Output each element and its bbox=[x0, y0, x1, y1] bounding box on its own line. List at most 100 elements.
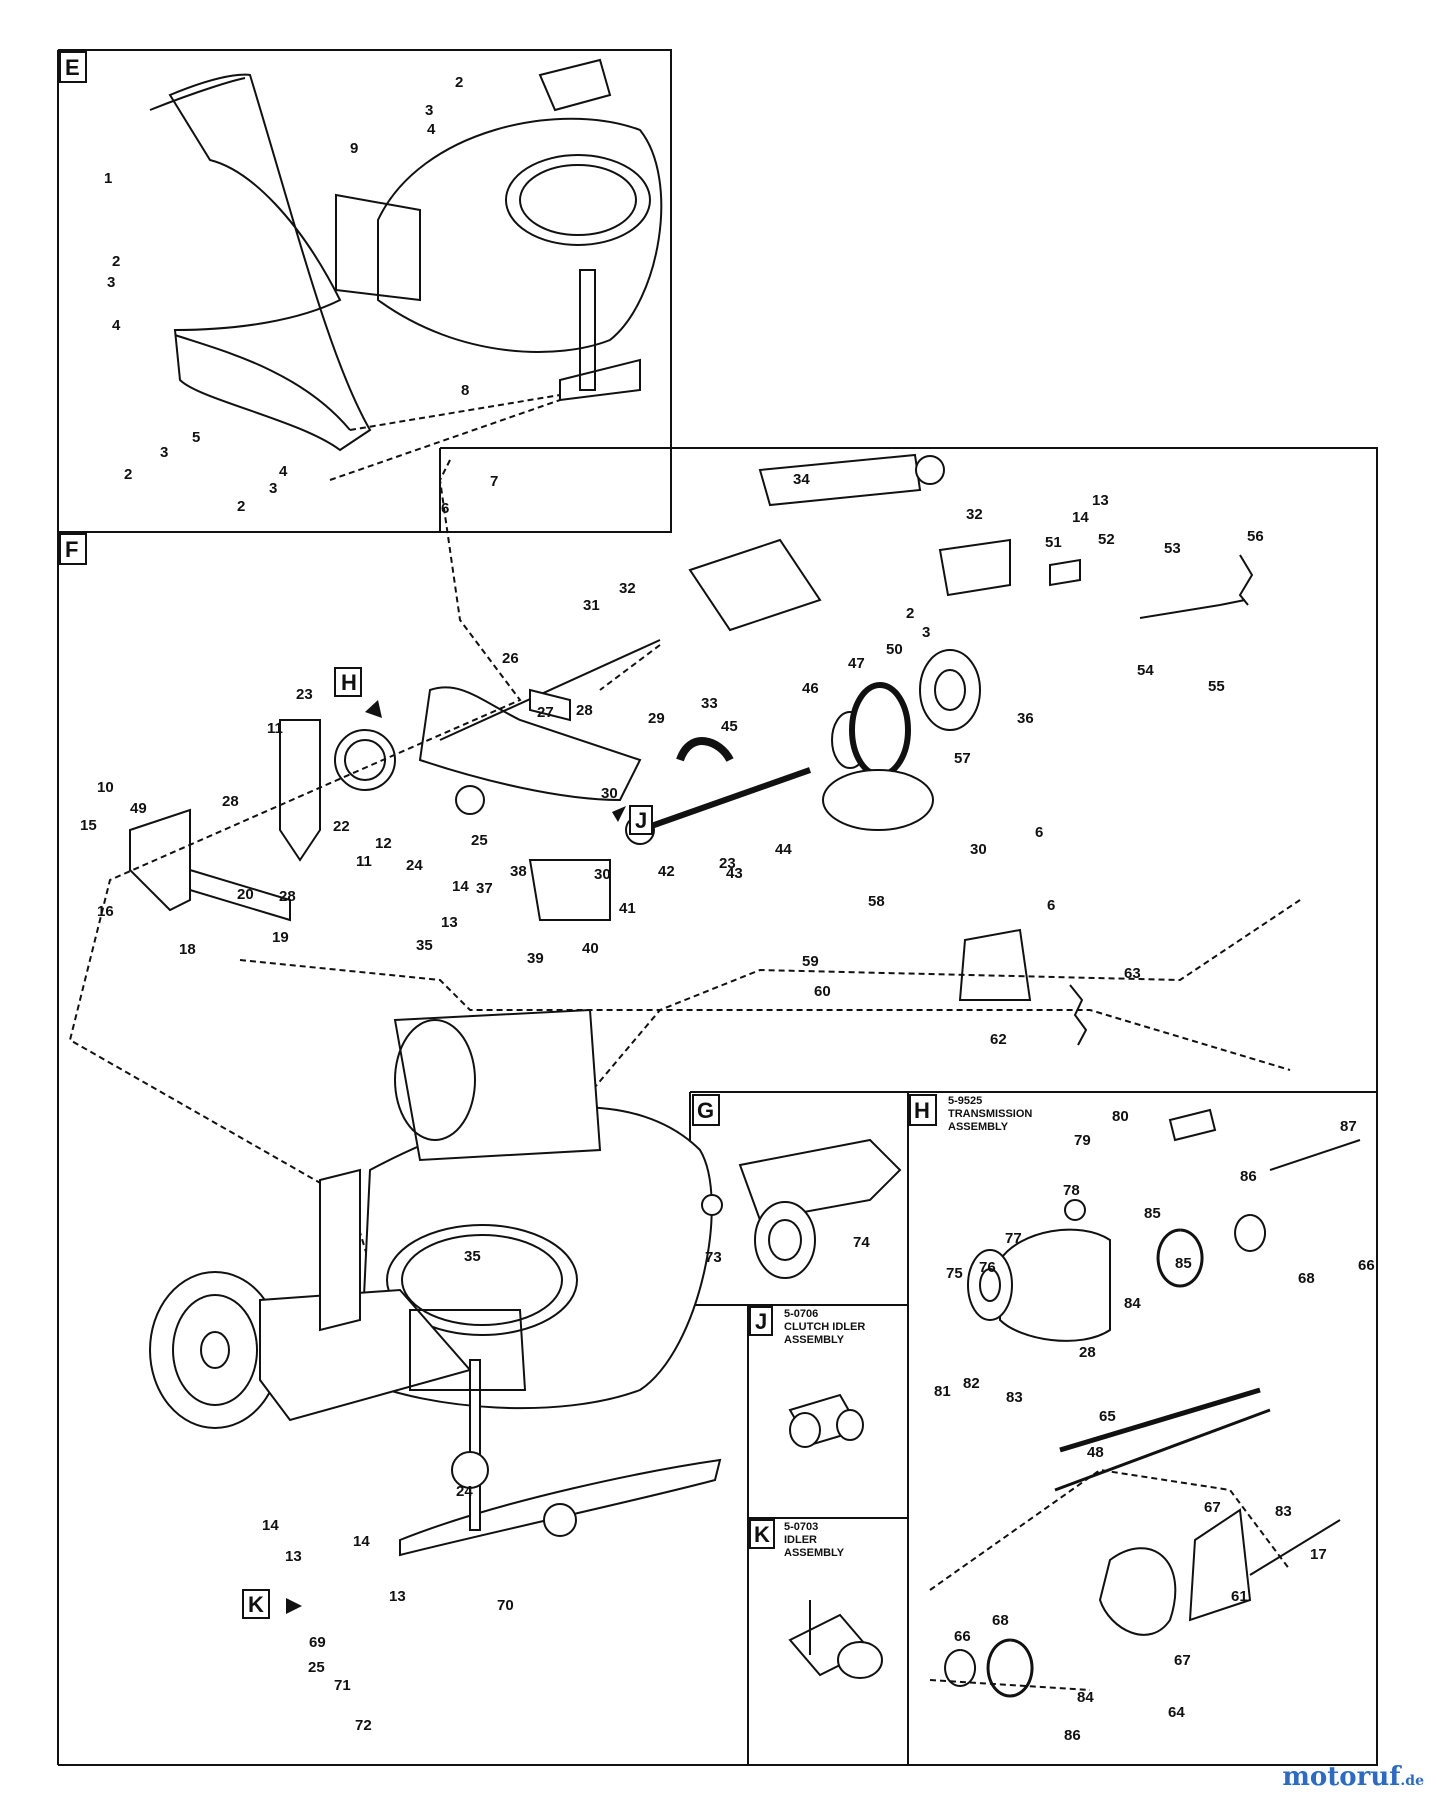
part-number-label: 85 bbox=[1175, 1255, 1192, 1272]
part-number-label: 6 bbox=[1035, 824, 1043, 841]
part-number-label: 66 bbox=[954, 1628, 971, 1645]
part-number-label: 83 bbox=[1275, 1503, 1292, 1520]
watermark: motoruf.de bbox=[1282, 1762, 1424, 1792]
subassembly-h-line2: ASSEMBLY bbox=[948, 1121, 1009, 1133]
part-number-label: 70 bbox=[497, 1597, 514, 1614]
subassembly-j-line2: ASSEMBLY bbox=[784, 1334, 845, 1346]
part-number-label: 12 bbox=[375, 835, 392, 852]
section-box-h: H bbox=[909, 1094, 937, 1126]
part-number-label: 30 bbox=[594, 866, 611, 883]
subassembly-k-line1: IDLER bbox=[784, 1534, 817, 1546]
part-number-label: 14 bbox=[452, 878, 469, 895]
part-number-label: 44 bbox=[775, 841, 792, 858]
part-number-label: 35 bbox=[416, 937, 433, 954]
part-number-label: 3 bbox=[269, 480, 277, 497]
arrow-icon bbox=[612, 806, 626, 822]
part-number-label: 13 bbox=[1092, 492, 1109, 509]
callout-j: J bbox=[612, 805, 653, 835]
part-number-label: 20 bbox=[237, 886, 254, 903]
subassembly-title-k: 5-0703 IDLER ASSEMBLY bbox=[784, 1521, 845, 1559]
part-number-label: 2 bbox=[906, 605, 914, 622]
watermark-main: motoruf bbox=[1282, 1762, 1401, 1792]
part-number-label: 83 bbox=[1006, 1389, 1023, 1406]
part-number-label: 42 bbox=[658, 863, 675, 880]
part-number-label: 32 bbox=[966, 506, 983, 523]
part-number-label: 45 bbox=[721, 718, 738, 735]
part-number-label: 3 bbox=[922, 624, 930, 641]
part-number-label: 28 bbox=[279, 888, 296, 905]
part-number-label: 85 bbox=[1144, 1205, 1161, 1222]
subassembly-j-number: 5-0706 bbox=[784, 1308, 818, 1320]
part-number-label: 4 bbox=[427, 121, 436, 138]
part-number-label: 73 bbox=[705, 1249, 722, 1266]
part-number-label: 16 bbox=[97, 903, 114, 920]
part-number-label: 28 bbox=[222, 793, 239, 810]
callout-k: K bbox=[242, 1589, 302, 1619]
part-number-label: 3 bbox=[160, 444, 168, 461]
part-number-label: 6 bbox=[1047, 897, 1055, 914]
callout-h-label: H bbox=[341, 670, 357, 695]
part-number-label: 10 bbox=[97, 779, 114, 796]
section-label-j: J bbox=[755, 1309, 767, 1334]
part-number-label: 14 bbox=[1072, 509, 1089, 526]
part-number-label: 53 bbox=[1164, 540, 1181, 557]
drawing-section-h bbox=[929, 1108, 1361, 1698]
part-number-label: 3 bbox=[107, 274, 115, 291]
part-number-label: 13 bbox=[389, 1588, 406, 1605]
part-number-label: 30 bbox=[601, 785, 618, 802]
part-number-label: 47 bbox=[848, 655, 865, 672]
part-number-label: 39 bbox=[527, 950, 544, 967]
part-number-label: 87 bbox=[1340, 1118, 1357, 1135]
part-number-label: 77 bbox=[1005, 1230, 1022, 1247]
part-number-label: 40 bbox=[582, 940, 599, 957]
part-number-label: 52 bbox=[1098, 531, 1115, 548]
part-number-label: 48 bbox=[1087, 1444, 1104, 1461]
part-number-label: 72 bbox=[355, 1717, 372, 1734]
part-number-label: 38 bbox=[510, 863, 527, 880]
part-number-label: 24 bbox=[406, 857, 423, 874]
part-number-label: 65 bbox=[1099, 1408, 1116, 1425]
part-number-label: 13 bbox=[285, 1548, 302, 1565]
subassembly-title-h: 5-9525 TRANSMISSION ASSEMBLY bbox=[948, 1095, 1032, 1133]
part-number-label: 41 bbox=[619, 900, 636, 917]
part-number-label: 2 bbox=[455, 74, 463, 91]
drawing-section-j bbox=[788, 1393, 864, 1448]
part-number-label: 36 bbox=[1017, 710, 1034, 727]
section-label-f: F bbox=[65, 537, 78, 562]
part-number-label: 15 bbox=[80, 817, 97, 834]
section-box-e: E bbox=[59, 51, 87, 83]
part-number-label: 80 bbox=[1112, 1108, 1129, 1125]
part-number-label: 24 bbox=[456, 1483, 473, 1500]
part-number-label: 43 bbox=[726, 865, 743, 882]
part-number-label: 75 bbox=[946, 1265, 963, 1282]
subassembly-k-number: 5-0703 bbox=[784, 1521, 818, 1533]
section-box-f: F bbox=[59, 533, 87, 565]
part-number-label: 74 bbox=[853, 1234, 870, 1251]
part-number-label: 3 bbox=[425, 102, 433, 119]
section-label-h: H bbox=[914, 1098, 930, 1123]
part-number-label: 63 bbox=[1124, 965, 1141, 982]
part-number-label: 28 bbox=[576, 702, 593, 719]
part-number-label: 46 bbox=[802, 680, 819, 697]
part-number-label: 59 bbox=[802, 953, 819, 970]
part-number-label: 13 bbox=[441, 914, 458, 931]
part-number-label: 4 bbox=[112, 317, 121, 334]
subassembly-k-line2: ASSEMBLY bbox=[784, 1547, 845, 1559]
frame-lines bbox=[57, 49, 1378, 1766]
part-number-label: 22 bbox=[333, 818, 350, 835]
part-number-label: 67 bbox=[1174, 1652, 1191, 1669]
subassembly-title-j: 5-0706 CLUTCH IDLER ASSEMBLY bbox=[784, 1308, 865, 1346]
part-number-label: 1 bbox=[104, 170, 112, 187]
part-number-label: 69 bbox=[309, 1634, 326, 1651]
part-number-label: 25 bbox=[308, 1659, 325, 1676]
part-number-label: 51 bbox=[1045, 534, 1062, 551]
part-number-label: 82 bbox=[963, 1375, 980, 1392]
part-number-label: 19 bbox=[272, 929, 289, 946]
section-box-j: J bbox=[749, 1306, 773, 1336]
part-number-label: 86 bbox=[1064, 1727, 1081, 1744]
subassembly-j-line1: CLUTCH IDLER bbox=[784, 1321, 865, 1333]
section-box-k: K bbox=[749, 1519, 775, 1549]
